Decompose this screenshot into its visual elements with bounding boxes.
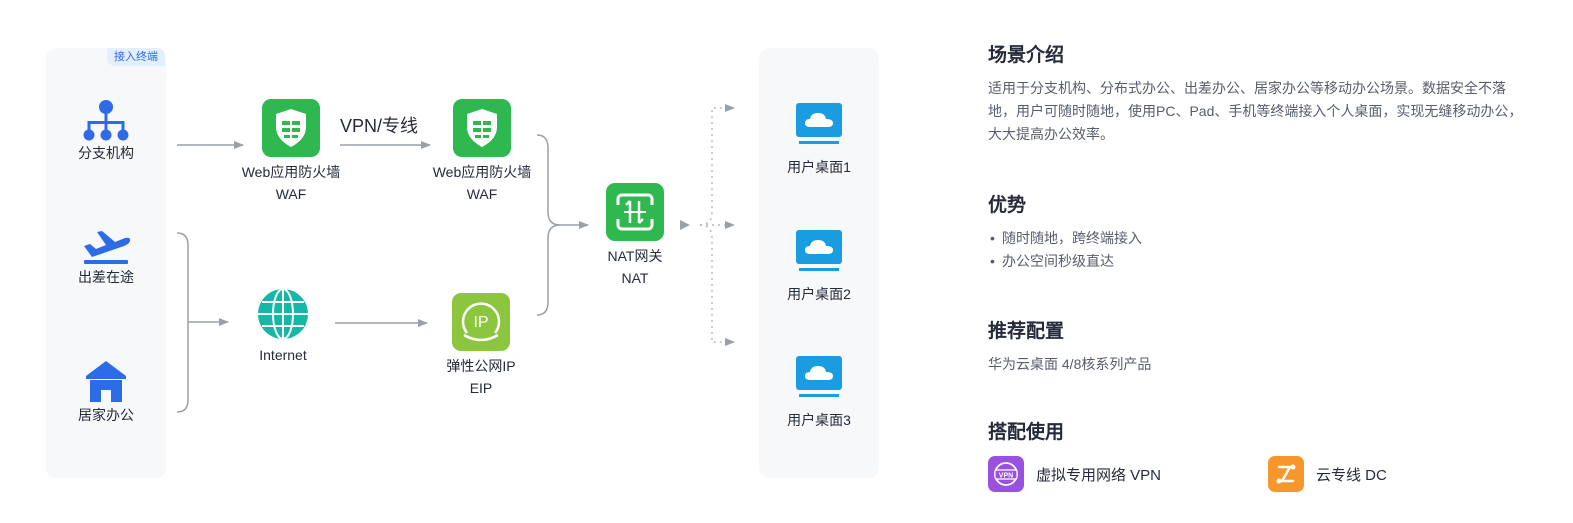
cloud-monitor-icon [796,103,842,144]
house-icon [86,361,126,402]
product-dc-name[interactable]: 云专线 DC [1316,466,1387,484]
cloud-monitor-icon [796,356,842,397]
endpoint-tag: 接入终端 [107,48,165,66]
node-waf-2: Web应用防火墙 WAF [422,99,542,205]
label-travel: 出差在途 [78,269,134,285]
node-travel: 出差在途 [66,226,146,288]
label-desktop-2: 用户桌面2 [787,286,851,302]
nat-return-arrow [680,220,690,230]
shield-wall-icon [262,99,320,157]
waf-2-line1: Web应用防火墙 [432,164,532,180]
config-title: 推荐配置 [988,321,1065,342]
vpn-icon: VPN [988,456,1024,492]
direct-connect-icon [1268,456,1304,492]
product-vpn[interactable]: VPN 虚拟专用网络 VPN [988,456,1161,492]
link-bracket-left [176,232,189,413]
eip-line1: 弹性公网IP [446,358,516,374]
combo-title: 搭配使用 [988,422,1065,443]
nat-line2: NAT [621,270,649,286]
svg-text:IP: IP [473,314,488,331]
link-nat-desktop3 [699,224,735,346]
nat-gateway-icon [606,183,664,241]
label-home: 居家办公 [78,407,134,423]
waf-2-line2: WAF [466,186,498,202]
combo-section: 搭配使用 [988,417,1538,444]
label-desktop-1: 用户桌面1 [787,159,851,175]
scene-text: 适用于分支机构、分布式办公、出差办公、居家办公等移动办公场景。数据安全不落地，用… [988,80,1523,142]
shield-wall-icon [453,99,511,157]
config-text: 华为云桌面 4/8核系列产品 [988,356,1152,372]
advantage-section: 优势 随时随地，跨终端接入 办公空间秒级直达 [988,190,1538,273]
advantage-item: 随时随地，跨终端接入 [988,227,1538,250]
airplane-icon [84,231,131,264]
link-eip-nat [536,224,561,316]
scene-section: 场景介绍 适用于分支机构、分布式办公、出差办公、居家办公等移动办公场景。数据安全… [988,40,1538,146]
vpn-line-label: VPN/专线 [340,116,419,136]
product-dc[interactable]: 云专线 DC [1268,456,1387,492]
node-nat: NAT网关 NAT [585,183,685,289]
svg-text:VPN: VPN [999,473,1013,480]
branch-network-icon [83,100,129,141]
product-vpn-name[interactable]: 虚拟专用网络 VPN [1036,466,1162,484]
link-waf2-nat [536,134,561,226]
node-branch: 分支机构 [66,98,146,164]
eip-line2: EIP [469,380,493,396]
node-desktop-1: 用户桌面1 [779,102,859,178]
node-desktop-3: 用户桌面3 [779,355,859,431]
config-section: 推荐配置 华为云桌面 4/8核系列产品 [988,316,1538,376]
connector-lines [176,104,735,413]
nat-line1: NAT网关 [607,248,663,264]
scene-title: 场景介绍 [988,45,1065,66]
label-internet: Internet [259,347,307,363]
node-eip: IP 弹性公网IP EIP [421,293,541,399]
link-nat-desktop1 [699,104,735,226]
node-home: 居家办公 [66,358,146,426]
waf-1-line2: WAF [275,186,307,202]
node-waf-1: Web应用防火墙 WAF [231,99,351,205]
advantage-item: 办公空间秒级直达 [988,250,1538,273]
waf-1-line1: Web应用防火墙 [241,164,341,180]
cloud-monitor-icon [796,230,842,271]
label-branch: 分支机构 [78,145,134,161]
ip-icon: IP [452,293,510,351]
node-desktop-2: 用户桌面2 [779,229,859,305]
advantage-title: 优势 [988,195,1027,216]
node-internet: Internet [243,288,323,366]
label-desktop-3: 用户桌面3 [787,412,851,428]
globe-icon [258,288,308,340]
